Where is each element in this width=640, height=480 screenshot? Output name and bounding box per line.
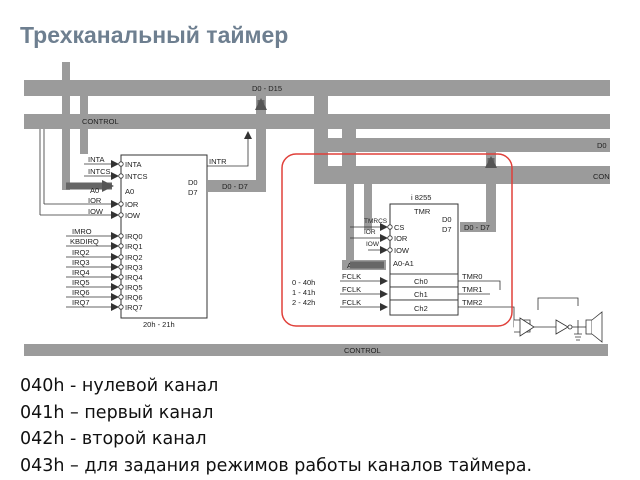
pic-irq-pin: IRQ6	[125, 293, 143, 302]
pic-pin-a0: A0	[125, 187, 134, 196]
pic-pin-iow: IOW	[125, 211, 141, 220]
note-line: 043h – для задания режимов работы канало…	[20, 455, 533, 476]
pic-irq-input: IRQ7	[72, 298, 90, 307]
bus-label-pic-d0d7: D0 - D7	[222, 182, 248, 191]
bus-right-d0-h	[314, 138, 610, 152]
timer-fclk: FCLK	[342, 285, 361, 294]
pic-input-intcs: INTCS	[88, 167, 111, 176]
pic-irq-pin: IRQ1	[125, 242, 143, 251]
pic-irq-input: IRQ5	[72, 278, 90, 287]
bus-label-control-top: CONTROL	[82, 117, 119, 126]
pic-irq-pin: IRQ2	[125, 253, 143, 262]
bus-label-right-con: CON	[593, 172, 610, 181]
timer-port: 1 - 41h	[292, 288, 315, 297]
timer-name: TMR	[414, 207, 431, 216]
pic-irq-input: IRQ2	[72, 248, 90, 257]
timer-port: 2 - 42h	[292, 298, 315, 307]
bus-label-timer-d0d7: D0 - D7	[464, 223, 490, 232]
timer-channel-label: Ch2	[414, 304, 428, 313]
bus-timer-branch-b	[364, 184, 372, 230]
timer-d0: D0	[442, 215, 452, 224]
speaker-driver	[514, 297, 603, 343]
pic-input-inta: INTA	[88, 155, 105, 164]
bus-group	[24, 62, 610, 356]
pic-irq-input: IRQ4	[72, 268, 90, 277]
pic-input-a0: A0	[90, 186, 99, 195]
timer-chip-label: i 8255	[411, 193, 431, 202]
note-line: 040h - нулевой канал	[20, 376, 219, 396]
bus-label-right-d0: D0	[597, 141, 607, 150]
timer-input-ior: IOR	[364, 229, 376, 236]
pic-irq-pin: IRQ4	[125, 273, 143, 282]
timer-port: 0 - 40h	[292, 278, 315, 287]
bus-branch-pic-b	[80, 96, 88, 154]
pic-irq-input: KBDIRQ	[70, 237, 99, 246]
page-title: Трехканальный таймер	[20, 22, 289, 48]
bus-right-con-v	[342, 129, 356, 167]
note-line: 042h - второй канал	[20, 429, 207, 449]
pic-input-ior: IOR	[88, 196, 102, 205]
pic-irq-pin: IRQ5	[125, 283, 143, 292]
timer-channel-label: Ch0	[414, 277, 428, 286]
pic-irq-input: IRQ6	[72, 288, 90, 297]
pic-pin-intcs: INTCS	[125, 172, 148, 181]
pic-pin-ior: IOR	[125, 200, 139, 209]
control-bus-bottom	[24, 344, 608, 356]
timer-input-tmrcs: TMRCS	[364, 218, 388, 225]
data-bus-top	[24, 80, 610, 96]
bus-right-d0-v	[314, 96, 328, 148]
pic-d7-label: D7	[188, 188, 198, 197]
timer-pin-ior: IOR	[394, 234, 408, 243]
timer-input-iow: IOW	[366, 241, 380, 248]
bus-timer-data-v	[486, 152, 496, 230]
pic-irq-pin: IRQ7	[125, 303, 143, 312]
timer-output: TMR0	[462, 272, 482, 281]
bus-timer-d0d7	[460, 222, 496, 232]
bus-right-con-h	[314, 166, 610, 184]
pic-intr-label: INTR	[209, 157, 227, 166]
bus-pic-d0d7	[208, 180, 266, 192]
timer-fclk: FCLK	[342, 272, 361, 281]
pic-input-iow: IOW	[88, 207, 104, 216]
bus-branch-pic-a	[62, 62, 70, 190]
timer-output: TMR2	[462, 298, 482, 307]
timer-channel-label: Ch1	[414, 290, 428, 299]
timer-fclk: FCLK	[342, 298, 361, 307]
pic-irq-input: IRQ3	[72, 258, 90, 267]
timer-pin-cs: CS	[394, 223, 404, 232]
pic-irq-pin: IRQ0	[125, 232, 143, 241]
bus-label-data-top: D0 - D15	[252, 84, 282, 93]
bus-label-control-bottom: CONTROL	[344, 346, 381, 355]
pic-pin-inta: INTA	[125, 160, 142, 169]
pic-irq-input: IMRO	[72, 227, 92, 236]
bus-timer-branch-a	[346, 184, 354, 264]
timer-d7: D7	[442, 225, 452, 234]
pic-d0-label: D0	[188, 178, 198, 187]
timer-pin-a0a1: A0-A1	[393, 259, 414, 268]
timer-output: TMR1	[462, 285, 482, 294]
port-notes: 040h - нулевой канал 041h – первый канал…	[20, 373, 532, 479]
timer-highlight-frame	[281, 153, 513, 327]
bus-branch-pic-data	[256, 96, 266, 184]
pic-address: 20h - 21h	[143, 320, 175, 329]
note-line: 041h – первый канал	[20, 402, 214, 423]
timer-channel-2	[389, 299, 459, 316]
pic-irq-pin: IRQ3	[125, 263, 143, 272]
timer-pin-iow: IOW	[394, 246, 410, 255]
